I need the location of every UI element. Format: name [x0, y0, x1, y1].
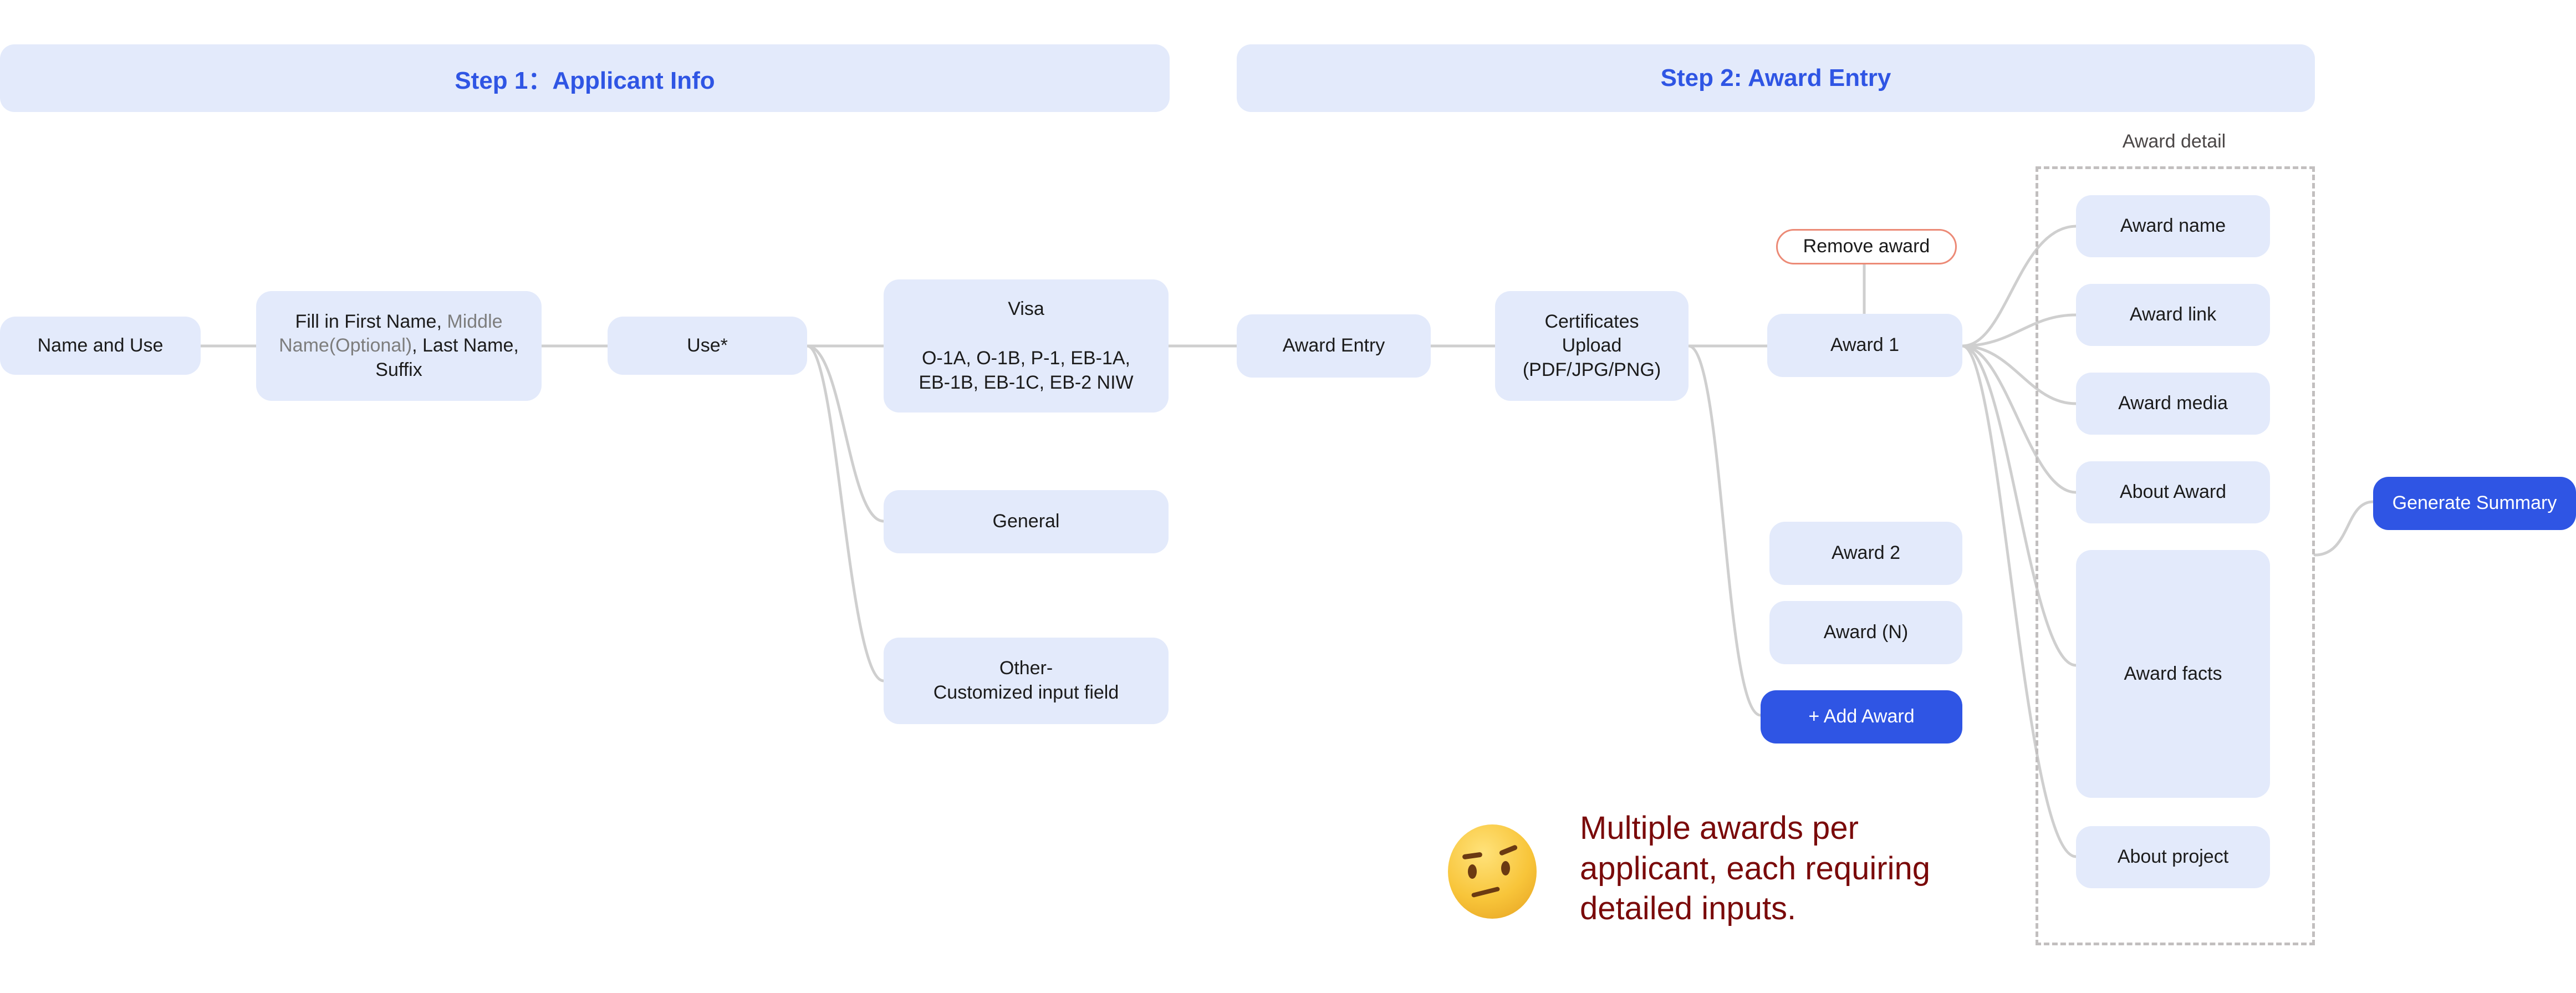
visa-title: Visa [1008, 298, 1044, 319]
award-2-node[interactable]: Award 2 [1769, 522, 1962, 585]
use-label: Use* [687, 334, 728, 356]
fill-name-optional-part: Middle Name(Optional) [279, 310, 503, 357]
add-award-label: + Add Award [1808, 706, 1915, 727]
note-text: Multiple awards per applicant, each requ… [1580, 810, 1930, 926]
connector-use-to-other [805, 344, 885, 683]
face-with-raised-eyebrow-icon [1448, 824, 1537, 919]
about-award-label: About Award [2119, 481, 2227, 503]
certificates-line-2: Upload [1562, 335, 1622, 357]
remove-award-label: Remove award [1803, 236, 1930, 257]
award-media-label: Award media [2118, 393, 2228, 414]
fill-name-label: Fill in First Name, Middle Name(Optional… [273, 310, 525, 383]
award-detail-item-award-media[interactable]: Award media [2076, 373, 2270, 435]
name-and-use-label: Name and Use [37, 334, 164, 356]
name-and-use-node[interactable]: Name and Use [0, 317, 201, 375]
award-detail-item-about-award[interactable]: About Award [2076, 461, 2270, 523]
award-link-label: Award link [2129, 304, 2217, 325]
award-1-label: Award 1 [1830, 334, 1900, 356]
add-award-button[interactable]: + Add Award [1761, 690, 1962, 744]
certificates-line-3: (PDF/JPG/PNG) [1522, 359, 1661, 380]
visa-node[interactable]: Visa O-1A, O-1B, P-1, EB-1A, EB-1B, EB-1… [884, 279, 1169, 413]
award-detail-group [2036, 166, 2315, 945]
step-1-header: Step 1：Applicant Info [0, 44, 1170, 112]
fill-name-node[interactable]: Fill in First Name, Middle Name(Optional… [256, 291, 542, 401]
award-n-node[interactable]: Award (N) [1769, 601, 1962, 664]
fill-name-rest-part: , Last Name, Suffix [375, 335, 519, 380]
award-2-label: Award 2 [1831, 542, 1901, 564]
award-detail-item-award-facts[interactable]: Award facts [2076, 550, 2270, 798]
about-project-label: About project [2117, 846, 2229, 868]
general-node[interactable]: General [884, 490, 1169, 553]
award-detail-item-award-name[interactable]: Award name [2076, 195, 2270, 257]
general-label: General [992, 511, 1060, 532]
step-2-header: Step 2: Award Entry [1237, 44, 2315, 112]
certificates-line-1: Certificates [1544, 310, 1639, 332]
certificates-upload-node[interactable]: Certificates Upload (PDF/JPG/PNG) [1495, 291, 1689, 401]
generate-summary-label: Generate Summary [2392, 492, 2557, 514]
other-node[interactable]: Other- Customized input field [884, 638, 1169, 724]
generate-summary-button[interactable]: Generate Summary [2373, 477, 2576, 530]
visa-types: O-1A, O-1B, P-1, EB-1A, EB-1B, EB-1C, EB… [919, 348, 1134, 393]
award-detail-label: Award detail [2122, 131, 2226, 152]
award-entry-label: Award Entry [1282, 335, 1385, 357]
other-line-1: Other- [999, 658, 1053, 679]
award-n-label: Award (N) [1823, 622, 1909, 643]
connector-cert-to-add-award [1687, 344, 1762, 717]
other-line-2: Customized input field [933, 682, 1119, 703]
award-detail-item-award-link[interactable]: Award link [2076, 284, 2270, 346]
connector-detail-to-summary [2313, 500, 2375, 557]
step-2-title: Step 2: Award Entry [1660, 64, 1891, 91]
remove-award-button[interactable]: Remove award [1776, 229, 1957, 264]
award-detail-item-about-project[interactable]: About project [2076, 826, 2270, 888]
award-facts-label: Award facts [2124, 663, 2222, 684]
use-node[interactable]: Use* [608, 317, 807, 375]
award-entry-node[interactable]: Award Entry [1237, 314, 1431, 378]
fill-name-required-part: Fill in First Name, [295, 310, 447, 332]
award-name-label: Award name [2120, 215, 2226, 237]
connector-use-to-general [805, 344, 885, 523]
step-1-title: Step 1：Applicant Info [455, 67, 715, 94]
award-1-node[interactable]: Award 1 [1767, 314, 1962, 377]
